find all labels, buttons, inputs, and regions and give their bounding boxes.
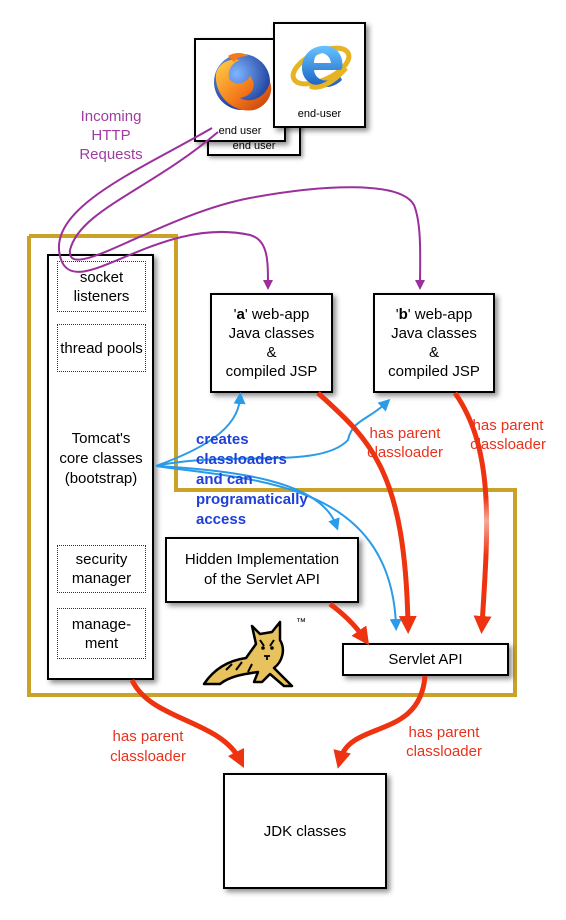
- hidden-implementation-box: Hidden Implementation of the Servlet API: [165, 537, 359, 603]
- request-arrow-to-b: [68, 131, 426, 290]
- ie-end-user-label: end-user: [297, 108, 342, 120]
- parent-arrow-hidden-to-servlet: [328, 601, 370, 646]
- webapp-b-line2: Java classes: [391, 325, 477, 342]
- creates-arrow-to-a: [155, 392, 246, 467]
- thread-pools-box: thread pools: [57, 324, 146, 372]
- management-box: manage- ment: [57, 608, 146, 659]
- webapp-b-line3: &: [428, 344, 439, 361]
- tomcat-cat-logo: [202, 620, 294, 688]
- end-user-back-label: end user: [232, 140, 276, 152]
- has-parent-label-left: has parent classloader: [110, 728, 186, 765]
- creates-arrow-to-b: [155, 398, 391, 467]
- parent-arrow-b-to-servlet: [452, 391, 492, 634]
- webapp-a-line2: Java classes: [228, 325, 315, 342]
- webapp-a-line4: compiled JSP: [225, 363, 318, 380]
- webapp-a-title: 'a' web-app: [233, 306, 310, 323]
- parent-arrow-servlet-to-jdk: [333, 675, 428, 769]
- internet-explorer-icon: [290, 45, 352, 90]
- webapp-b-box: 'b' web-app Java classes & compiled JSP: [373, 293, 495, 393]
- incoming-http-requests-label: Incoming HTTP Requests: [79, 108, 143, 163]
- webapp-b-line4: compiled JSP: [388, 363, 480, 380]
- firefox-end-user-label: end user: [218, 125, 262, 137]
- webapp-a-line3: &: [266, 344, 277, 361]
- creates-arrow-to-hidden: [155, 465, 340, 531]
- firefox-icon: [214, 53, 272, 111]
- ie-end-user-window: end-user: [273, 22, 366, 128]
- has-parent-label-a: has parent classloader: [367, 425, 443, 461]
- jdk-classes-box: JDK classes: [223, 773, 387, 889]
- creates-arrow-to-servlet: [155, 465, 402, 631]
- parent-arrow-core-to-jdk: [129, 678, 245, 769]
- webapp-a-box: 'a' web-app Java classes & compiled JSP: [210, 293, 333, 393]
- tomcat-trademark: ™: [296, 617, 306, 628]
- request-arrow-to-a: [58, 127, 273, 290]
- servlet-api-box: Servlet API: [342, 643, 509, 676]
- socket-listeners-box: socket listeners: [57, 261, 146, 312]
- firefox-end-user-window: end user: [194, 38, 286, 142]
- has-parent-label-b: has parent classloader: [470, 417, 546, 453]
- webapp-b-title: 'b' web-app: [395, 306, 473, 323]
- parent-arrow-a-to-servlet: [316, 391, 417, 634]
- creates-classloaders-label: creates classloaders and can programatic…: [196, 431, 308, 528]
- security-manager-box: security manager: [57, 545, 146, 593]
- core-classes-label: Tomcat's core classes (bootstrap): [59, 430, 143, 487]
- has-parent-label-right: has parent classloader: [406, 724, 482, 760]
